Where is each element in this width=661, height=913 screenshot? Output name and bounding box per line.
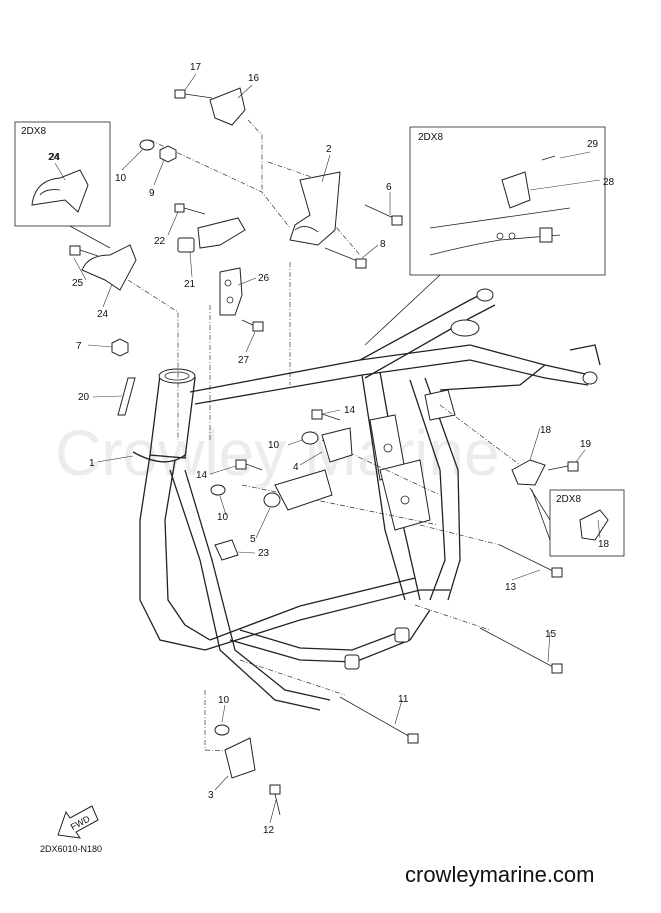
part-6-bolt [364,204,403,226]
part-10-washer-bottom [214,724,230,736]
callout-17: 17 [190,62,202,73]
watermark: Crowley Marine [55,417,500,489]
callout-28: 28 [603,177,615,188]
callout-3: 3 [208,790,214,801]
part-22-bolt [174,203,206,215]
inset-bottom-right: 2DX8 [529,487,625,557]
main-frame [132,288,601,711]
part-17-bolt [174,89,213,99]
callout-23: 23 [258,548,270,559]
part-2-bracket [289,171,341,246]
part-18-clamp [511,459,546,486]
callout-18: 18 [540,425,552,436]
part-13-long-bolt [499,544,563,578]
part-10-washer-low [210,484,226,496]
callouts: 17 16 10 9 24 2 6 8 22 21 26 27 25 24 7 … [48,62,615,836]
diagram-code: 2DX6010-N180 [40,844,102,854]
callout-11: 11 [398,694,409,705]
part-9-nut [159,145,177,163]
callout-15: 15 [545,629,557,640]
part-5-mount [274,469,333,511]
part-23-pad [214,539,239,561]
callout-18: 18 [598,539,610,550]
part-11-long-bolt [339,696,419,744]
part-15-long-bolt [479,627,563,674]
part-21-bracket [197,217,246,249]
callout-6: 6 [386,182,392,193]
part-14-bolt-lower [235,459,263,471]
part-10-washer-mid [301,431,319,445]
svg-text:2DX8: 2DX8 [21,126,46,137]
site-url: crowleymarine.com [405,862,595,887]
callout-5: 5 [250,534,256,545]
small-parts [69,87,579,816]
part-14-bolt-upper [311,409,341,421]
part-20-pad [117,377,136,416]
callout-14: 14 [344,405,356,416]
part-12-bolt [269,784,281,816]
svg-text:2DX8: 2DX8 [556,494,581,505]
part-16-bracket [209,87,246,126]
assembly-lines [127,119,521,753]
callout-21: 21 [184,279,196,290]
callout-12: 12 [263,825,275,836]
callout-26: 26 [258,273,270,284]
part-26-bracket [219,267,243,316]
callout-27: 27 [238,355,250,366]
callout-4: 4 [293,462,299,473]
callout-10: 10 [217,512,229,523]
part-3-plate [224,737,256,779]
callout-8: 8 [380,239,386,250]
callout-9: 9 [149,188,155,199]
callout-20: 20 [78,392,90,403]
callout-1: 1 [89,458,95,469]
inset-left: 2DX8 [14,121,111,249]
callout-10: 10 [218,695,230,706]
svg-text:2DX8: 2DX8 [418,132,443,143]
part-24-clamp [81,244,137,291]
callout-16: 16 [248,73,260,84]
callout-2: 2 [326,144,332,155]
callout-10: 10 [115,173,127,184]
part-10-washer [139,139,155,151]
callout-24: 24 [48,152,60,163]
callout-10: 10 [268,440,280,451]
part-8-bolt [324,247,367,269]
callout-7: 7 [76,341,82,352]
part-27-bolt [241,319,264,332]
part-25-bolt [69,245,99,257]
part-19-bolt [547,461,579,472]
callout-25: 25 [72,278,84,289]
fwd-arrow-icon: FWD [57,805,99,839]
callout-22: 22 [154,236,166,247]
part-4-bracket [321,427,353,463]
callout-19: 19 [580,439,592,450]
callout-24: 24 [97,309,109,320]
part-7-nut [111,338,129,357]
inset-top-right: 2DX8 [364,126,606,346]
callout-24: 24 [49,152,61,163]
callout-29: 29 [587,139,599,150]
callout-14: 14 [196,470,208,481]
callout-13: 13 [505,582,517,593]
